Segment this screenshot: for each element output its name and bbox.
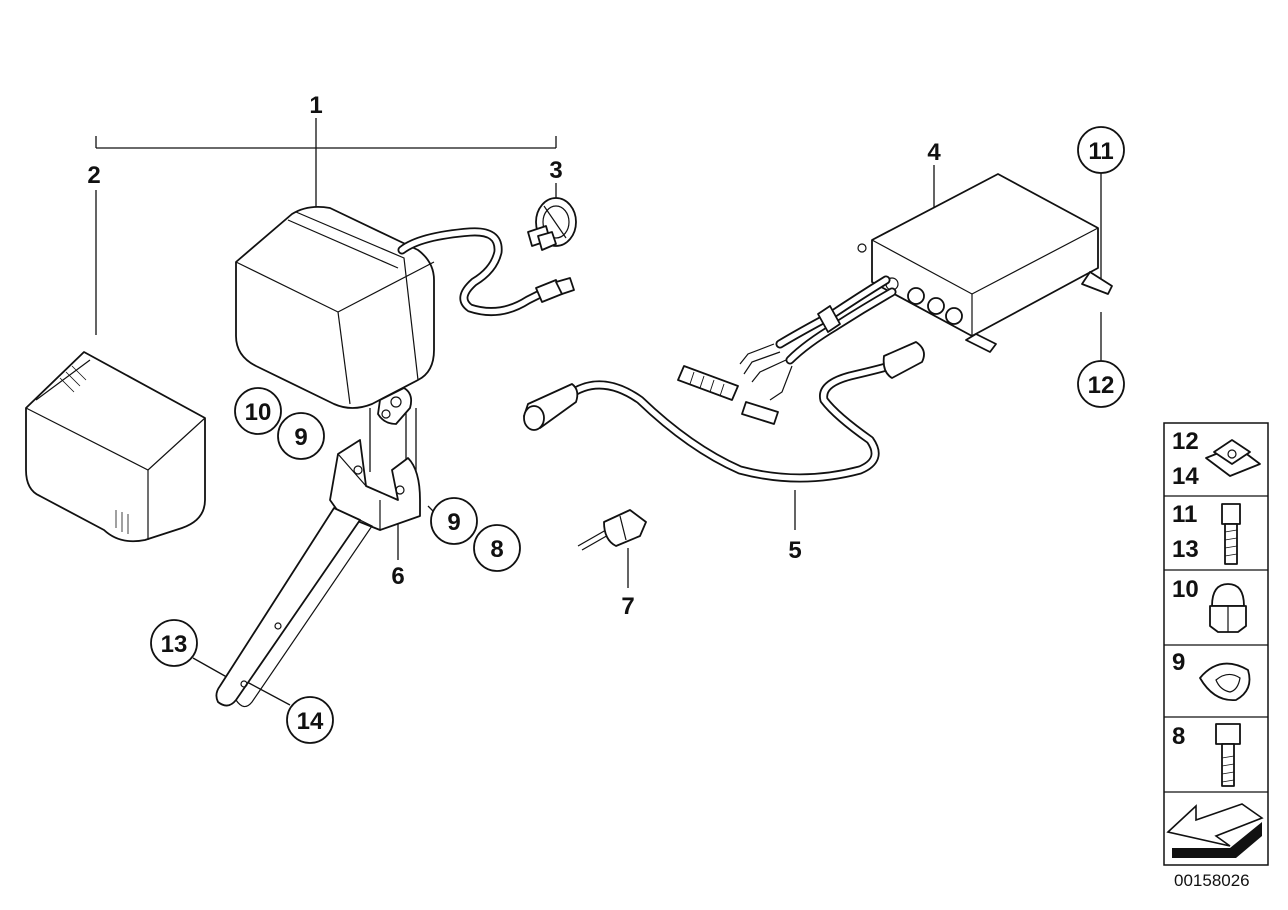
short-bolt-icon xyxy=(1215,723,1241,787)
callout-14: 14 xyxy=(297,708,324,735)
diagram-code: 00158026 xyxy=(1174,871,1250,890)
control-unit-part xyxy=(857,173,1113,353)
callouts: 1 2 3 4 5 6 7 10 9 9 8 11 12 13 14 xyxy=(87,92,1125,744)
direction-arrow-icon xyxy=(1166,803,1264,858)
callout-2: 2 xyxy=(87,162,100,189)
bulb-socket-part xyxy=(527,197,577,251)
long-bolt-icon xyxy=(1221,503,1241,565)
callout-9-lower: 9 xyxy=(447,509,460,536)
callout-3: 3 xyxy=(549,157,562,184)
callout-5: 5 xyxy=(788,537,801,564)
callout-8: 8 xyxy=(490,536,503,563)
legend-row1-a: 12 xyxy=(1172,428,1199,455)
callout-13: 13 xyxy=(161,631,188,658)
legend-row2-a: 11 xyxy=(1172,501,1197,528)
cap-nut-icon xyxy=(1209,583,1247,633)
lamp-cable xyxy=(397,227,575,317)
callout-11: 11 xyxy=(1088,138,1113,165)
speed-nut-icon xyxy=(1205,439,1261,477)
callout-9-upper: 9 xyxy=(294,424,307,451)
legend-row4: 9 xyxy=(1172,649,1185,676)
washer-icon xyxy=(1199,662,1251,701)
connector-pin-part xyxy=(577,509,647,551)
callout-1: 1 xyxy=(309,92,322,119)
hardware-legend: 12 14 11 13 10 9 8 xyxy=(1163,422,1269,866)
mounting-bracket-part xyxy=(215,439,421,708)
legend-row5: 8 xyxy=(1172,723,1185,750)
legend-row2-b: 13 xyxy=(1172,536,1199,563)
callout-10: 10 xyxy=(245,399,272,426)
callout-4: 4 xyxy=(927,139,941,166)
lamp-cover-part xyxy=(25,351,206,543)
callout-6: 6 xyxy=(391,563,404,590)
legend-row1-b: 14 xyxy=(1172,463,1199,490)
callout-12: 12 xyxy=(1088,372,1115,399)
lamp-housing-part xyxy=(235,205,435,425)
callout-7: 7 xyxy=(621,593,634,620)
wiring-harness-part xyxy=(523,275,925,483)
legend-row3: 10 xyxy=(1172,576,1199,603)
